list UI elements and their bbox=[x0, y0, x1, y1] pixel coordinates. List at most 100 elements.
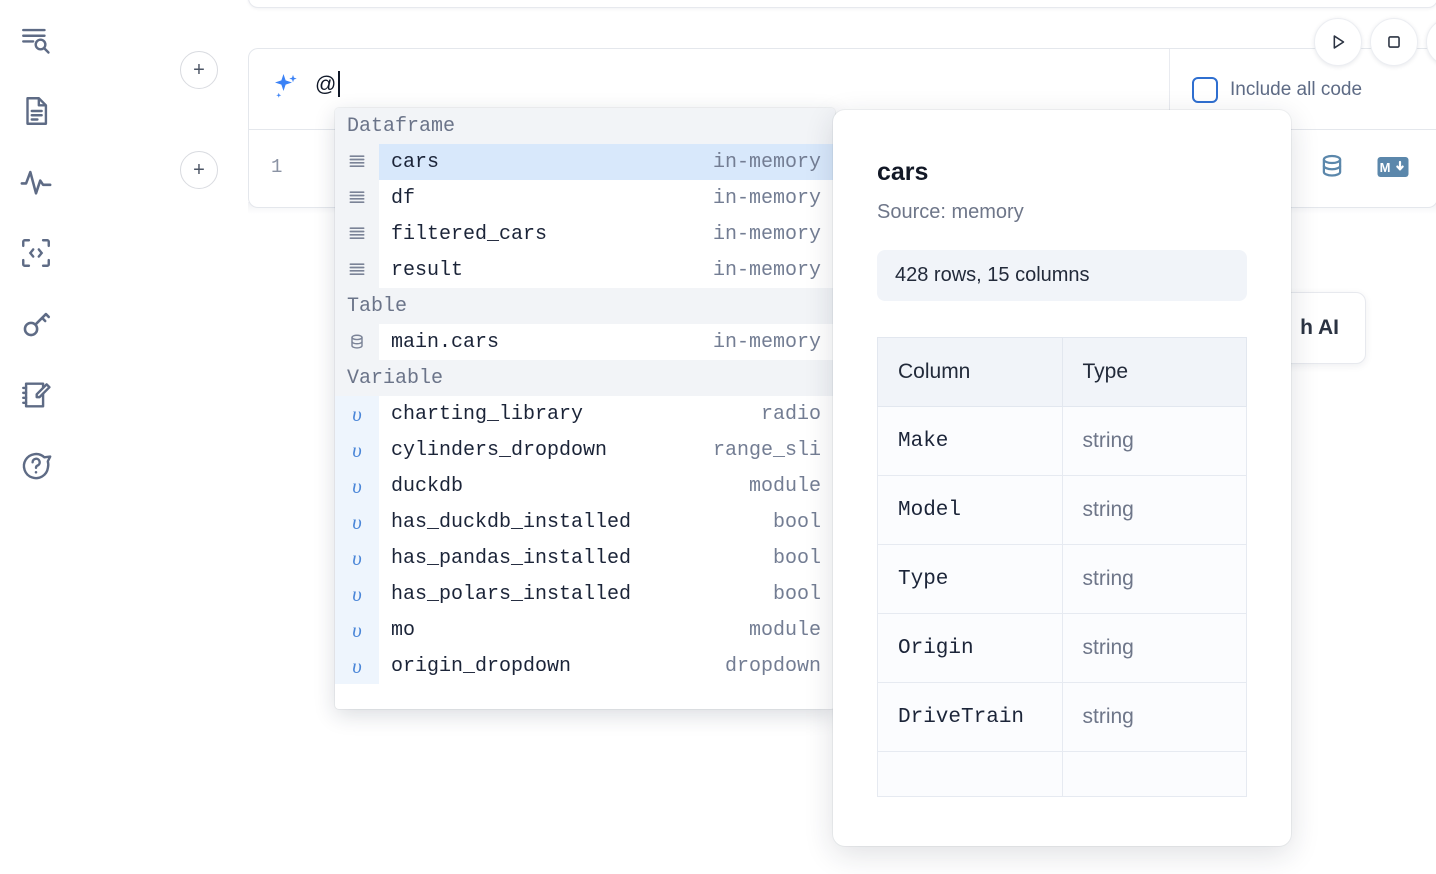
autocomplete-group-header: Dataframe bbox=[335, 108, 835, 144]
markdown-icon[interactable]: M bbox=[1377, 155, 1409, 179]
variable-icon: υ bbox=[335, 540, 379, 576]
variable-icon: υ bbox=[335, 612, 379, 648]
scratchpad-icon[interactable] bbox=[12, 371, 60, 419]
preview-source: Source: memory bbox=[877, 201, 1024, 223]
autocomplete-group-header: Variable bbox=[335, 360, 835, 396]
autocomplete-item-kind: in-memory bbox=[712, 222, 821, 246]
autocomplete-item-kind: module bbox=[748, 474, 821, 498]
autocomplete-item-body: df in-memory bbox=[379, 180, 835, 216]
preview-title: cars bbox=[877, 158, 929, 186]
autocomplete-item-name: mo bbox=[391, 618, 416, 642]
search-outline-icon[interactable] bbox=[12, 16, 60, 64]
autocomplete-item-name: cylinders_dropdown bbox=[391, 438, 608, 462]
key-icon[interactable] bbox=[12, 300, 60, 348]
ai-prompt-value: @ bbox=[315, 73, 337, 96]
ai-prompt-input[interactable]: @ bbox=[315, 71, 1169, 105]
autocomplete-item[interactable]: df in-memory bbox=[335, 180, 835, 216]
autocomplete-item-name: charting_library bbox=[391, 402, 584, 426]
sidebar-rail bbox=[0, 0, 72, 874]
add-cell-button-bottom[interactable]: + bbox=[180, 151, 218, 189]
document-icon[interactable] bbox=[12, 87, 60, 135]
autocomplete-item-name: cars bbox=[391, 150, 440, 174]
autocomplete-item-kind: radio bbox=[760, 402, 821, 426]
schema-column-type: string bbox=[1061, 613, 1247, 683]
schema-column-name: Origin bbox=[877, 613, 1063, 683]
type-header: Type bbox=[1061, 337, 1247, 407]
table-db-icon bbox=[335, 324, 379, 360]
autocomplete-item-kind: in-memory bbox=[712, 258, 821, 282]
code-snippet-icon[interactable] bbox=[12, 229, 60, 277]
schema-column-type bbox=[1061, 751, 1247, 797]
dataframe-preview-popover: cars Source: memory 428 rows, 15 columns… bbox=[833, 110, 1291, 846]
stop-button[interactable] bbox=[1370, 18, 1418, 66]
autocomplete-item-name: df bbox=[391, 186, 416, 210]
table-row-partial bbox=[877, 751, 1247, 797]
variable-icon: υ bbox=[335, 576, 379, 612]
add-cell-button-top[interactable]: + bbox=[180, 51, 218, 89]
help-chat-icon[interactable] bbox=[12, 442, 60, 490]
column-header: Column bbox=[877, 337, 1063, 407]
variable-icon: υ bbox=[335, 648, 379, 684]
autocomplete-item-name: has_pandas_installed bbox=[391, 546, 632, 570]
activity-icon[interactable] bbox=[12, 158, 60, 206]
database-icon[interactable] bbox=[1317, 152, 1347, 182]
schema-column-type: string bbox=[1061, 406, 1247, 476]
variable-icon: υ bbox=[335, 468, 379, 504]
dataframe-icon bbox=[335, 252, 379, 288]
include-all-code-label: Include all code bbox=[1230, 79, 1363, 100]
schema-column-name: Type bbox=[877, 544, 1063, 614]
variable-icon: υ bbox=[335, 432, 379, 468]
autocomplete-item[interactable]: filtered_cars in-memory bbox=[335, 216, 835, 252]
autocomplete-item-kind: bool bbox=[772, 510, 821, 534]
schema-column-type: string bbox=[1061, 682, 1247, 752]
variable-icon: υ bbox=[335, 504, 379, 540]
autocomplete-item-name: has_duckdb_installed bbox=[391, 510, 632, 534]
checkbox-icon[interactable] bbox=[1192, 77, 1218, 103]
schema-column-name: DriveTrain bbox=[877, 682, 1063, 752]
autocomplete-item-name: filtered_cars bbox=[391, 222, 548, 246]
table-header-row: Column Type bbox=[877, 337, 1247, 407]
schema-column-type: string bbox=[1061, 475, 1247, 545]
dataframe-icon bbox=[335, 216, 379, 252]
schema-column-name: Make bbox=[877, 406, 1063, 476]
autocomplete-item[interactable]: υ has_duckdb_installed bool bbox=[335, 504, 835, 540]
autocomplete-item-kind: bool bbox=[772, 582, 821, 606]
dataframe-icon bbox=[335, 144, 379, 180]
autocomplete-item-kind: in-memory bbox=[712, 186, 821, 210]
cell-action-icons: M bbox=[1317, 152, 1409, 182]
preview-shape: 428 rows, 15 columns bbox=[877, 250, 1247, 301]
svg-text:M: M bbox=[1380, 160, 1391, 175]
generate-with-ai-label: h AI bbox=[1300, 316, 1339, 339]
ai-options: Include all code bbox=[1169, 49, 1436, 129]
autocomplete-item-body: has_polars_installed bool bbox=[379, 576, 835, 612]
schema-column-name bbox=[877, 751, 1063, 797]
autocomplete-item-name: result bbox=[391, 258, 464, 282]
line-number: 1 bbox=[271, 156, 283, 178]
autocomplete-item-name: has_polars_installed bbox=[391, 582, 632, 606]
autocomplete-item-body: has_duckdb_installed bool bbox=[379, 504, 835, 540]
include-all-code-toggle[interactable]: Include all code bbox=[1192, 77, 1436, 103]
autocomplete-item[interactable]: result in-memory bbox=[335, 252, 835, 288]
previous-cell-card bbox=[248, 0, 1436, 8]
run-button[interactable] bbox=[1314, 18, 1362, 66]
autocomplete-item[interactable]: υ has_polars_installed bool bbox=[335, 576, 835, 612]
